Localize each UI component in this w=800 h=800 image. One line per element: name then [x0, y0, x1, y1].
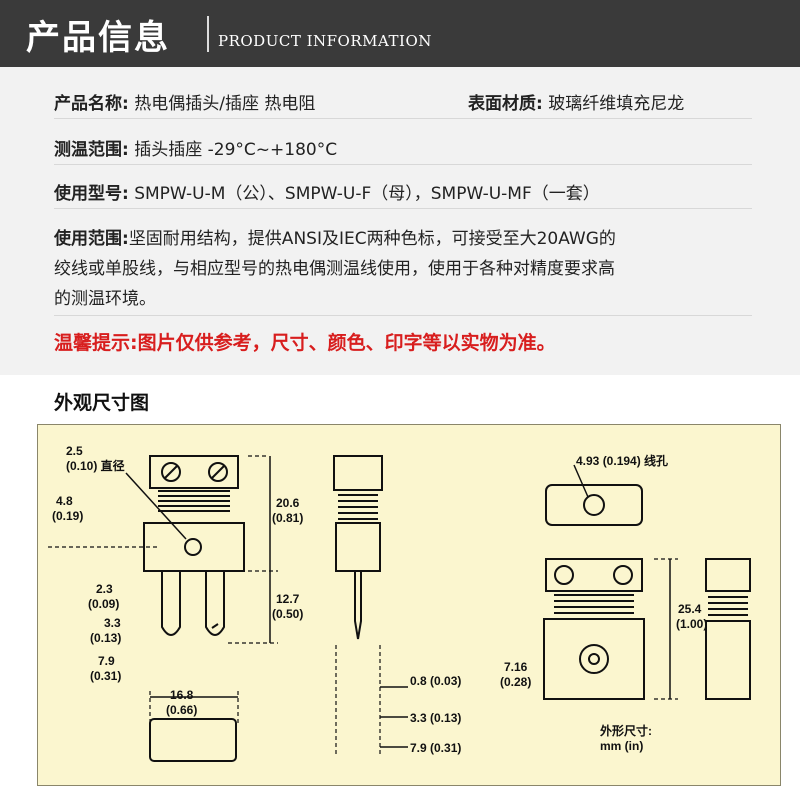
info-row-usage: 使用范围:坚固耐用结构，提供ANSI及IEC两种色标，可接受至大20AWG的 绞… [54, 224, 752, 314]
dimension-drawing: 2.5 (0.10) 直径 4.8 (0.19) 20.6 (0.81) 2.3… [37, 424, 781, 786]
center-hole [184, 538, 202, 556]
dim-label: 4.8 [56, 494, 73, 508]
header-bar: 产品信息 PRODUCT INFORMATION [0, 0, 800, 67]
screw-icon [613, 565, 633, 585]
dim-label: (0.10) 直径 [66, 458, 125, 473]
row-divider [54, 118, 752, 119]
connector-head [149, 455, 239, 489]
dim-label: (0.66) [166, 703, 197, 717]
screw-icon [161, 462, 181, 482]
socket-icon [579, 644, 609, 674]
warning-note: 温馨提示:图片仅供参考，尺寸、颜色、印字等以实物为准。 [54, 332, 556, 354]
section-title: 外观尺寸图 [54, 392, 150, 414]
row-divider [54, 315, 752, 316]
dim-label: (0.50) [272, 607, 303, 621]
bottom-view [149, 718, 237, 762]
dim-label: 3.3 (0.13) [410, 711, 461, 725]
dim-label: 16.8 [170, 688, 194, 702]
dim-label: 2.5 [66, 444, 83, 458]
units-value: mm (in) [600, 739, 643, 753]
dim-label: 2.3 [96, 582, 113, 596]
dim-label: (0.09) [88, 597, 119, 611]
row-divider [54, 164, 752, 165]
info-row-name: 产品名称: 热电偶插头/插座 热电阻 [54, 89, 752, 114]
screw-icon [208, 462, 228, 482]
name-label: 产品名称: [54, 94, 129, 114]
wire-hole-icon [583, 494, 605, 516]
dim-label: (0.13) [90, 631, 121, 645]
screw-icon [554, 565, 574, 585]
page-title: 产品信息 [26, 18, 170, 58]
wire-hole-view [545, 484, 643, 526]
dim-label: 7.16 [504, 660, 528, 674]
info-row-model: 使用型号: SMPW-U-M（公）、SMPW-U-F（母），SMPW-U-MF（… [54, 179, 752, 204]
page-subtitle: PRODUCT INFORMATION [218, 32, 432, 50]
female-head [545, 558, 643, 592]
model-label: 使用型号: [54, 184, 129, 204]
usage-line-3: 的测温环境。 [54, 289, 156, 309]
side-view-body [335, 522, 381, 572]
side-view-head [333, 455, 383, 491]
info-row-range: 测温范围: 插头插座 -29°C~+180°C [54, 135, 752, 160]
name-value: 热电偶插头/插座 热电阻 [134, 94, 316, 114]
usage-line-1: 坚固耐用结构，提供ANSI及IEC两种色标，可接受至大20AWG的 [128, 229, 616, 249]
dim-label: 7.9 (0.31) [410, 741, 461, 755]
dim-label: 12.7 [276, 592, 300, 606]
info-row-material: 表面材质: 玻璃纤维填充尼龙 [468, 89, 758, 114]
units-label: 外形尺寸: [600, 723, 652, 738]
model-value: SMPW-U-M（公）、SMPW-U-F（母），SMPW-U-MF（一套） [134, 184, 600, 204]
pin-left [161, 571, 181, 636]
dim-label: (0.28) [500, 675, 531, 689]
dimension-drawing-svg: 2.5 (0.10) 直径 4.8 (0.19) 20.6 (0.81) 2.3… [48, 444, 751, 762]
dim-label: (1.00) [676, 617, 707, 631]
row-divider [54, 208, 752, 209]
material-value: 玻璃纤维填充尼龙 [548, 94, 685, 114]
pin-right [205, 571, 225, 636]
range-label: 测温范围: [54, 140, 129, 160]
dim-label: (0.31) [90, 669, 121, 683]
dim-label: 7.9 [98, 654, 115, 668]
dim-label: (0.19) [52, 509, 83, 523]
dim-label: 20.6 [276, 496, 300, 510]
dim-label: 0.8 (0.03) [410, 674, 461, 688]
connector-body [143, 522, 245, 572]
usage-label: 使用范围: [54, 229, 129, 249]
header-divider [207, 16, 209, 52]
material-label: 表面材质: [468, 94, 543, 114]
dim-label: (0.81) [272, 511, 303, 525]
usage-line-2: 绞线或单股线，与相应型号的热电偶测温线使用，使用于各种对精度要求高 [54, 259, 615, 279]
range-value: 插头插座 -29°C~+180°C [134, 140, 338, 160]
dim-label: 25.4 [678, 602, 702, 616]
female-side-head [705, 558, 751, 592]
dim-label: 4.93 (0.194) 线孔 [576, 453, 668, 468]
dim-label: 3.3 [104, 616, 121, 630]
side-view-pin [354, 571, 362, 640]
female-body [543, 618, 645, 700]
female-side-body [705, 620, 751, 700]
